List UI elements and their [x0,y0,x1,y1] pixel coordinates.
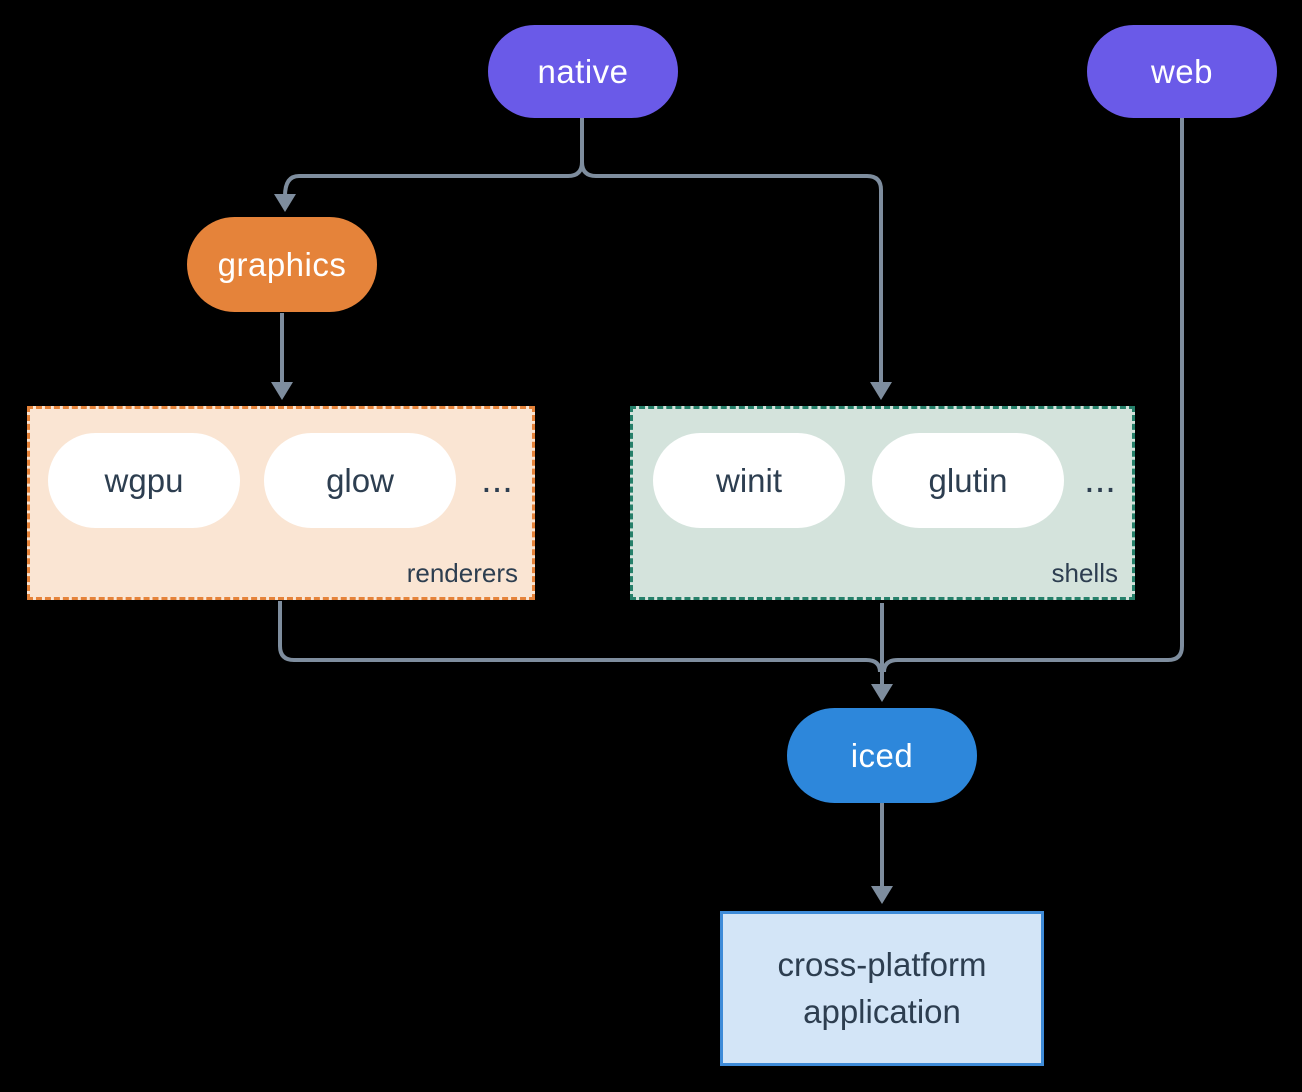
node-glow: glow [264,433,456,528]
arrowhead-into-iced [871,684,893,702]
node-web: web [1087,25,1277,118]
node-glutin: glutin [872,433,1064,528]
shells-ellipsis: ... [1084,459,1116,501]
node-native: native [488,25,678,118]
edge-native-shells [580,118,883,384]
node-winit: winit [653,433,845,528]
arrowhead-into-shells [870,382,892,400]
application-label-line-1: cross-platform [777,946,987,984]
node-graphics-label: graphics [217,245,347,283]
node-winit-label: winit [715,461,783,499]
group-renderers: wgpu glow ... renderers [27,406,535,600]
edge-renderers-collector [278,601,882,673]
arrowhead-into-application [871,886,893,904]
edge-native-graphics [283,118,584,197]
edge-web-collector [882,118,1184,673]
node-glutin-label: glutin [928,461,1008,499]
node-cross-platform-application: cross-platform application [720,911,1044,1066]
node-web-label: web [1150,52,1214,90]
node-native-label: native [537,52,629,90]
shells-group-label: shells [1051,558,1118,588]
group-shells: winit glutin ... shells [630,406,1135,600]
node-iced: iced [787,708,977,803]
node-wgpu: wgpu [48,433,240,528]
node-graphics: graphics [187,217,377,312]
arrowhead-into-graphics [274,194,296,212]
node-wgpu-label: wgpu [104,461,184,499]
node-glow-label: glow [326,461,394,499]
renderers-ellipsis: ... [481,459,513,501]
node-iced-label: iced [850,736,914,774]
renderers-group-label: renderers [406,558,518,588]
arrowhead-into-renderers [271,382,293,400]
application-label-line-2: application [803,992,961,1030]
